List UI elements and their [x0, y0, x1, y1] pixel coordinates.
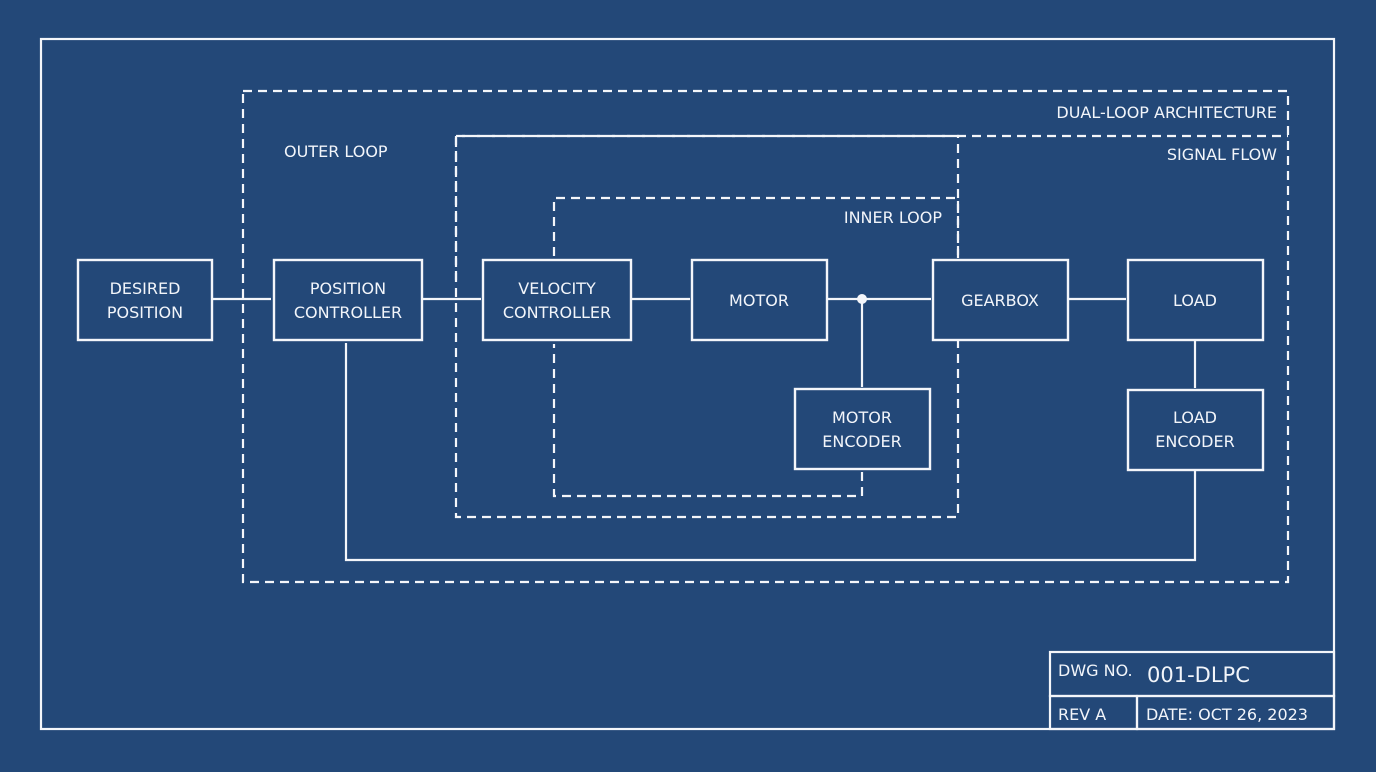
- block-label: MOTOR: [729, 291, 789, 310]
- block-velocity-controller[interactable]: VELOCITY CONTROLLER: [481, 258, 633, 342]
- block-motor-encoder[interactable]: MOTOR ENCODER: [793, 387, 932, 471]
- title-block-date-cell: [1135, 694, 1336, 731]
- dwg-number-label: DWG NO.: [1058, 661, 1133, 680]
- block-label: CONTROLLER: [294, 303, 402, 322]
- block-label: POSITION: [107, 303, 183, 322]
- block-label: POSITION: [310, 279, 386, 298]
- block-gearbox[interactable]: GEARBOX: [931, 258, 1070, 342]
- block-load-encoder[interactable]: LOAD ENCODER: [1126, 388, 1265, 472]
- block-label: LOAD: [1173, 291, 1217, 310]
- title-block: DWG NO. 001-DLPC REV A DATE: OCT 26, 202…: [1048, 650, 1336, 731]
- block-load[interactable]: LOAD: [1126, 258, 1265, 342]
- block-position-controller[interactable]: POSITION CONTROLLER: [272, 258, 424, 342]
- drawing-border: [39, 37, 1336, 731]
- block-label: VELOCITY: [518, 279, 596, 298]
- block-label: DESIRED: [110, 279, 181, 298]
- block-label: CONTROLLER: [503, 303, 611, 322]
- block-label: GEARBOX: [961, 291, 1039, 310]
- block-label: ENCODER: [822, 432, 901, 451]
- inner-feedback-path: [552, 344, 864, 498]
- date-label: DATE: OCT 26, 2023: [1146, 705, 1308, 724]
- block-desired-position[interactable]: DESIRED POSITION: [76, 258, 214, 342]
- signal-flow-label: SIGNAL FLOW: [1167, 145, 1277, 164]
- block-label: MOTOR: [832, 408, 892, 427]
- outer-loop-label: OUTER LOOP: [284, 142, 388, 161]
- dual-loop-label: DUAL-LOOP ARCHITECTURE: [1056, 103, 1277, 122]
- block-label: LOAD: [1173, 408, 1217, 427]
- inner-loop-boundary: [552, 196, 960, 258]
- revision-label: REV A: [1058, 705, 1106, 724]
- block-label: ENCODER: [1155, 432, 1234, 451]
- block-motor[interactable]: MOTOR: [690, 258, 829, 342]
- dual-loop-region: [241, 89, 1290, 584]
- junction-dot: [857, 294, 867, 304]
- outer-feedback-path: [344, 343, 1197, 562]
- dwg-number-value: 001-DLPC: [1147, 663, 1250, 687]
- inner-loop-label: INNER LOOP: [844, 208, 943, 227]
